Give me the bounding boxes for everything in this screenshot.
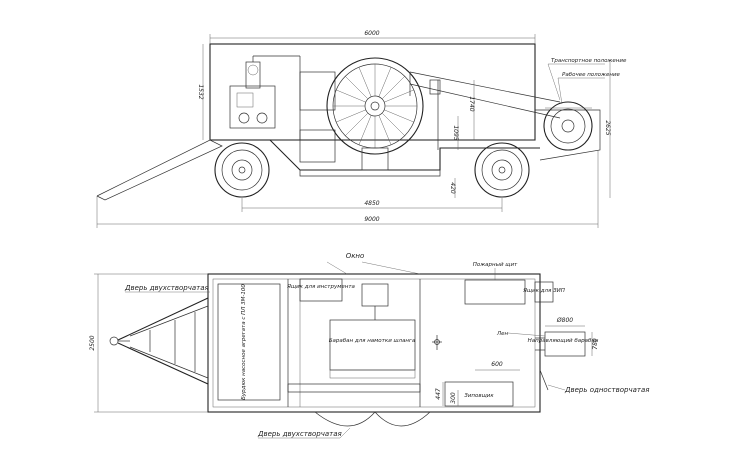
side-view: 6000 1532 1740 1095 420 2625 4850 bbox=[96, 30, 627, 228]
dim-2500: 2500 bbox=[89, 335, 96, 350]
dim-447: 447 bbox=[435, 388, 442, 400]
label-instrument-box: Ящик для инструмента bbox=[286, 284, 355, 290]
drum-spoke bbox=[336, 109, 366, 123]
toolbox bbox=[444, 381, 514, 407]
label-toolbox: Зиповщик bbox=[464, 393, 494, 399]
pump-unit bbox=[229, 55, 301, 140]
dim-800: Ø800 bbox=[556, 317, 573, 324]
small-box bbox=[534, 281, 554, 303]
drum-spoke bbox=[381, 76, 405, 100]
drum-spoke bbox=[378, 115, 392, 145]
plan-drawbar bbox=[109, 297, 209, 385]
guide-drum-side bbox=[543, 101, 593, 151]
dim-9000: 9000 bbox=[364, 216, 379, 223]
dim-780: 780 bbox=[592, 338, 599, 350]
control-panel bbox=[464, 279, 526, 305]
door-bottom-right bbox=[374, 411, 431, 427]
front-wheel bbox=[214, 142, 270, 198]
tank bbox=[217, 283, 281, 401]
drum-spoke bbox=[358, 115, 372, 145]
drum-spoke bbox=[381, 112, 405, 136]
label-single-door: Дверь одностворчатая bbox=[564, 386, 649, 394]
boom-upper bbox=[409, 71, 561, 103]
instrument-box bbox=[299, 278, 343, 302]
dim-6000: 6000 bbox=[364, 30, 379, 37]
side-drawbar bbox=[96, 139, 223, 201]
hose-drum-plan bbox=[329, 319, 416, 371]
label-double-door-bottom: Дверь двухстворчатая bbox=[257, 430, 342, 438]
door-bottom-left bbox=[314, 411, 376, 427]
guide-drum-plan bbox=[544, 331, 586, 357]
label-working-position: Рабочее положение bbox=[562, 72, 621, 78]
drum-spoke bbox=[358, 67, 372, 97]
label-winch: Лен bbox=[496, 331, 509, 337]
drum-spoke bbox=[384, 109, 414, 123]
label-hose-drum: Барабан для намотки шланга bbox=[329, 338, 416, 344]
hose-drum-side bbox=[326, 57, 424, 171]
dim-4850: 4850 bbox=[364, 200, 379, 207]
dim-1532: 1532 bbox=[197, 84, 204, 99]
door-single bbox=[539, 369, 549, 391]
drum-spoke bbox=[384, 89, 414, 103]
label-small-box: Ящик для ЗИП bbox=[522, 288, 565, 294]
boom-lower bbox=[409, 83, 561, 119]
dim-1740: 1740 bbox=[468, 96, 475, 111]
side-dimensions: 6000 1532 1740 1095 420 2625 4850 bbox=[96, 30, 611, 228]
engine-block bbox=[299, 71, 336, 111]
label-transport-position: Транспортное положение bbox=[551, 58, 627, 64]
label-tank: Бурдюк насосное агрегата с ПЛ 3М-100 bbox=[241, 284, 247, 400]
plan-body-outline bbox=[207, 273, 541, 413]
plan-view: Бурдюк насосное агрегата с ПЛ 3М-100 Ящи… bbox=[89, 252, 649, 439]
drum-spoke bbox=[345, 112, 369, 136]
label-window: Окно bbox=[346, 252, 365, 260]
dim-1095: 1095 bbox=[452, 125, 459, 140]
rear-wheel bbox=[474, 142, 530, 198]
dim-600: 600 bbox=[491, 361, 503, 368]
label-double-door-top: Дверь двухстворчатая bbox=[124, 284, 209, 292]
valve-icon bbox=[432, 335, 442, 350]
drum-spoke bbox=[378, 67, 392, 97]
dim-2625: 2625 bbox=[604, 120, 611, 135]
drum-spoke bbox=[345, 76, 369, 100]
side-rear-deck bbox=[535, 109, 601, 161]
label-guide-drum: Направляющий барабан bbox=[528, 338, 599, 344]
label-control-panel: Пожарный щит bbox=[473, 262, 518, 268]
drum-spoke bbox=[336, 89, 366, 103]
plan-dimensions: 2500 Ø800 780 600 447 300 bbox=[89, 273, 599, 413]
dim-300: 300 bbox=[450, 392, 457, 404]
dim-420: 420 bbox=[449, 182, 456, 194]
